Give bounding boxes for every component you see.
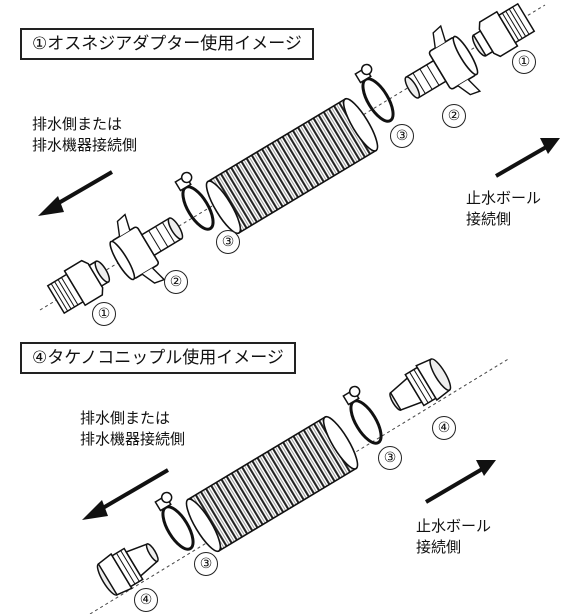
top-drain-label: 排水側または 排水機器接続側 — [32, 114, 137, 156]
bottom-drain-label-line2: 排水機器接続側 — [80, 430, 186, 448]
bottom-drain-label: 排水側または 排水機器接続側 — [80, 408, 185, 450]
bottom-drain-label-line1: 排水側または — [80, 409, 171, 427]
bottom-valve-label-line2: 接続側 — [416, 538, 462, 556]
bottom-drain-arrow — [82, 468, 170, 520]
top-left-male-adapter — [46, 259, 111, 315]
bottom-valve-label-line1: 止水ボール — [416, 517, 492, 535]
bottom-number-3-left: ③ — [194, 552, 218, 576]
bottom-valve-arrow — [424, 460, 496, 504]
top-valve-arrow — [495, 138, 560, 178]
top-title: ①オスネジアダプター使用イメージ — [20, 28, 314, 60]
top-number-2-left: ② — [164, 270, 188, 294]
top-left-cam-coupler — [109, 213, 184, 284]
top-drain-arrow — [38, 170, 114, 216]
bottom-number-4-left: ④ — [134, 588, 158, 612]
top-valve-label-line1: 止水ボール — [466, 189, 542, 207]
top-number-3-right: ③ — [390, 124, 414, 148]
bottom-number-4-right: ④ — [432, 416, 456, 440]
top-number-1-left: ① — [92, 302, 116, 326]
top-valve-label-line2: 接続側 — [466, 210, 512, 228]
top-number-2-right: ② — [442, 104, 466, 128]
bottom-axis-line — [89, 357, 511, 614]
top-drain-label-line1: 排水側または — [32, 115, 123, 133]
top-number-1-right: ① — [512, 50, 536, 74]
top-right-cam-coupler — [404, 24, 482, 99]
bottom-title: ④タケノコニップル使用イメージ — [20, 342, 296, 374]
top-number-3-left: ③ — [216, 230, 240, 254]
bottom-left-hose-clamp — [154, 491, 195, 551]
top-drain-label-line2: 排水機器接続側 — [32, 136, 138, 154]
bottom-number-3-right: ③ — [378, 446, 402, 470]
top-right-male-adapter — [471, 2, 536, 58]
top-left-hose-clamp — [174, 171, 215, 231]
bottom-right-hose-clamp — [342, 385, 383, 445]
bottom-right-hose-nipple — [389, 358, 452, 411]
bottom-corrugated-hose — [185, 415, 359, 553]
top-valve-label: 止水ボール 接続側 — [466, 188, 541, 230]
bottom-valve-label: 止水ボール 接続側 — [416, 516, 491, 558]
top-corrugated-hose — [205, 97, 379, 235]
bottom-left-hose-nipple — [96, 543, 159, 596]
top-right-hose-clamp — [354, 63, 395, 123]
